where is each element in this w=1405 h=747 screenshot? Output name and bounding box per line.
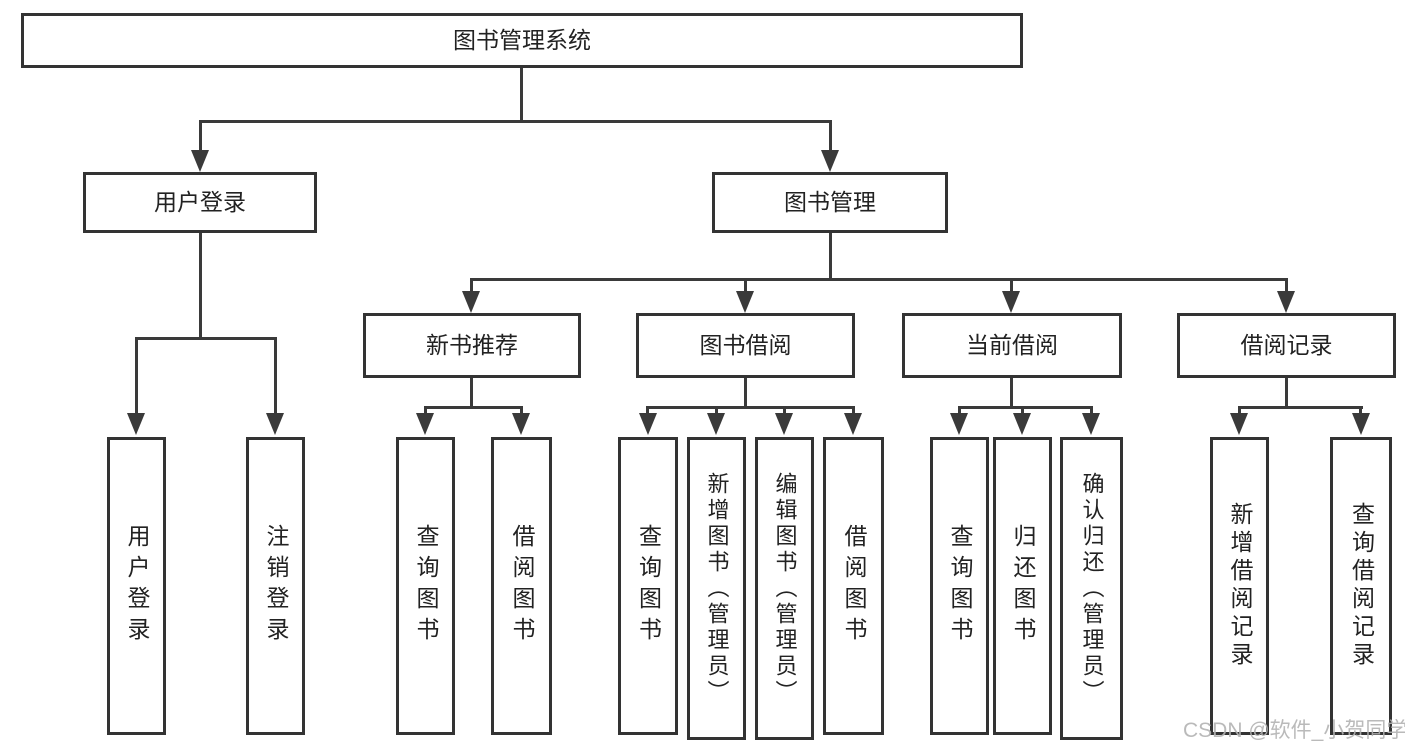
- node-book-borrow: 图书借阅: [636, 313, 855, 378]
- connector-br-stem: [1285, 378, 1288, 406]
- arrow-to-cb-query: [950, 413, 968, 435]
- connector-root-stem: [520, 68, 523, 120]
- leaf-rec-borrow-books: 借阅图书: [491, 437, 552, 735]
- leaf-logout: 注销登录: [246, 437, 305, 735]
- arrow-to-user-login: [191, 150, 209, 172]
- node-library-system: 图书管理系统: [21, 13, 1023, 68]
- leaf-cb-query-books: 查询图书: [930, 437, 989, 735]
- leaf-bb-add-books-admin: 新增图书（管理员）: [687, 437, 746, 740]
- leaf-rec-query-books: 查询图书: [396, 437, 455, 735]
- arrow-to-bb-query: [639, 413, 657, 435]
- node-borrow-records: 借阅记录: [1177, 313, 1396, 378]
- connector-login-drop-1: [135, 337, 138, 415]
- arrow-to-book-management: [821, 150, 839, 172]
- connector-cb-drop-3: [1090, 406, 1093, 415]
- connector-br-drop-1: [1238, 406, 1241, 415]
- connector-root-drop-left: [199, 120, 202, 152]
- connector-rec-stem: [470, 378, 473, 406]
- arrow-to-bb-borrow: [844, 413, 862, 435]
- connector-rec-drop-1: [424, 406, 427, 415]
- leaf-br-add-record: 新增借阅记录: [1210, 437, 1269, 735]
- connector-cb-drop-2: [1021, 406, 1024, 415]
- connector-cb-drop-1: [958, 406, 961, 415]
- connector-login-rail: [135, 337, 277, 340]
- node-user-login: 用户登录: [83, 172, 317, 233]
- arrow-to-br-query: [1352, 413, 1370, 435]
- node-book-management: 图书管理: [712, 172, 948, 233]
- arrow-to-current-borrow: [1002, 291, 1020, 313]
- connector-br-drop-2: [1359, 406, 1362, 415]
- connector-cb-rail: [958, 406, 1093, 409]
- arrow-to-bb-add: [707, 413, 725, 435]
- arrow-to-borrow-records: [1277, 291, 1295, 313]
- node-new-recommend: 新书推荐: [363, 313, 581, 378]
- connector-bb-drop-3: [783, 406, 786, 415]
- connector-bb-drop-4: [852, 406, 855, 415]
- arrow-to-rec-query: [416, 413, 434, 435]
- leaf-user-login: 用户登录: [107, 437, 166, 735]
- connector-cb-stem: [1010, 378, 1013, 406]
- connector-rec-rail: [424, 406, 523, 409]
- connector-root-rail: [199, 120, 831, 123]
- connector-bb-stem: [744, 378, 747, 406]
- node-current-borrow: 当前借阅: [902, 313, 1122, 378]
- arrow-to-br-add: [1230, 413, 1248, 435]
- leaf-bb-borrow-books: 借阅图书: [823, 437, 884, 735]
- connector-bb-drop-2: [715, 406, 718, 415]
- arrow-to-rec-borrow: [512, 413, 530, 435]
- leaf-bb-edit-books-admin: 编辑图书（管理员）: [755, 437, 814, 740]
- connector-bb-drop-1: [646, 406, 649, 415]
- connector-mgmt-drop-4: [1285, 278, 1288, 293]
- arrow-to-book-borrow: [736, 291, 754, 313]
- leaf-cb-confirm-return-admin: 确认归还（管理员）: [1060, 437, 1123, 740]
- leaf-bb-query-books: 查询图书: [618, 437, 678, 735]
- connector-mgmt-drop-2: [744, 278, 747, 293]
- connector-bb-rail: [646, 406, 855, 409]
- arrow-to-new-recommend: [462, 291, 480, 313]
- connector-rec-drop-2: [520, 406, 523, 415]
- connector-mgmt-stem: [829, 233, 832, 278]
- connector-mgmt-drop-3: [1010, 278, 1013, 293]
- arrow-to-cb-confirm: [1082, 413, 1100, 435]
- leaf-cb-return-books: 归还图书: [993, 437, 1052, 735]
- connector-mgmt-rail: [471, 278, 1288, 281]
- arrow-to-bb-edit: [775, 413, 793, 435]
- connector-login-drop-2: [274, 337, 277, 415]
- connector-login-stem: [199, 233, 202, 337]
- connector-br-rail: [1238, 406, 1363, 409]
- leaf-br-query-record: 查询借阅记录: [1330, 437, 1392, 735]
- arrow-to-leaf-logout: [266, 413, 284, 435]
- arrow-to-leaf-user-login: [127, 413, 145, 435]
- connector-root-drop-right: [829, 120, 832, 152]
- arrow-to-cb-return: [1013, 413, 1031, 435]
- connector-mgmt-drop-1: [470, 278, 473, 293]
- csdn-watermark: CSDN @软件_小贺同学: [1183, 719, 1405, 742]
